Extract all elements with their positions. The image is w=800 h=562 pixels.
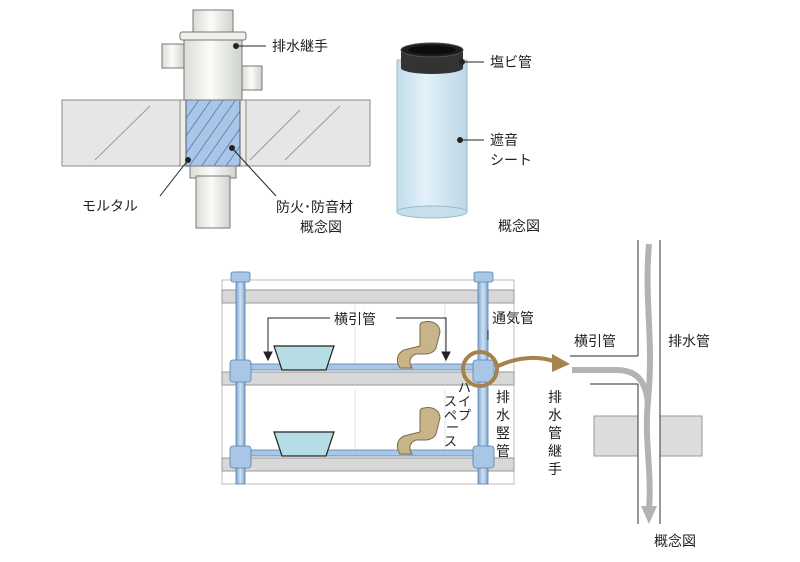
branch-right <box>241 65 263 91</box>
flow-arrow-horizontal <box>572 367 651 405</box>
label-sheet-line2: シート <box>490 153 532 169</box>
horizontal-pipe-upper <box>239 363 485 371</box>
zoom-arrow <box>497 355 557 368</box>
figure-soundproof-pipe: 塩ビ管 遮音 シート 概念図 <box>396 42 540 235</box>
caption-fig2: 概念図 <box>498 218 540 235</box>
label-mortar: モルタル <box>82 199 138 215</box>
label-pipe-space-7: ス <box>444 435 457 450</box>
detail-slab-right <box>659 415 703 457</box>
label-vent-pipe: 通気管 <box>492 311 534 327</box>
label-pipe-space-3: プ <box>458 409 471 424</box>
toilet-lower <box>396 407 441 455</box>
figure-drain-joint: 排水継手 モルタル 防火･防音材 概念図 <box>61 9 371 236</box>
toilet-upper <box>396 321 441 369</box>
label-pipe-space-4: ス <box>444 395 457 410</box>
pvc-pipe-bottom <box>401 62 463 74</box>
joint-body <box>183 35 243 101</box>
label-drain-joint: 排水継手 <box>272 39 328 55</box>
label-joint-4: 継 <box>548 444 562 460</box>
detail-pipe-walls <box>570 240 661 524</box>
sink-upper <box>273 345 335 371</box>
highlight-ring <box>461 350 499 388</box>
acoustic-sheet-bottom <box>396 205 468 219</box>
label-horizontal-pipe: 横引管 <box>334 312 376 328</box>
label-joint-5: 手 <box>548 462 562 478</box>
sink-lower <box>273 431 335 457</box>
branch-left <box>161 43 185 69</box>
label-detail-drain: 排水管 <box>668 334 710 350</box>
label-stack-1: 排 <box>496 390 510 406</box>
label-fireproof-material: 防火･防音材 <box>276 199 353 216</box>
label-joint-1: 排 <box>548 390 562 406</box>
figure-flow-detail: 横引管 排水管 排 水 管 継 手 概念図 <box>548 240 710 550</box>
lower-pipe <box>195 175 231 229</box>
label-pipe-space-1: パ <box>458 381 471 396</box>
label-pipe-space-2: イ <box>458 395 471 410</box>
label-joint-3: 管 <box>548 426 562 442</box>
label-stack-4: 管 <box>496 444 510 460</box>
acoustic-sheet <box>396 59 468 213</box>
horizontal-pipe-lower <box>239 449 485 457</box>
label-stack-3: 竪 <box>496 426 510 442</box>
joint-collar <box>179 31 247 41</box>
slab-hatching <box>94 105 341 161</box>
flow-arrow-vertical <box>643 243 653 511</box>
label-joint-2: 水 <box>548 408 562 424</box>
slab-floor-upper <box>221 371 515 386</box>
label-pipe-space-6: ー <box>446 421 459 436</box>
label-stack-2: 水 <box>496 408 510 424</box>
label-detail-horizontal: 横引管 <box>574 334 616 350</box>
label-sheet-line1: 遮音 <box>490 132 518 149</box>
caption-fig1: 概念図 <box>300 219 342 236</box>
label-pipe-space-5: ペ <box>444 409 457 424</box>
slab-roof <box>221 289 515 304</box>
label-pvc-pipe: 塩ビ管 <box>490 55 532 71</box>
figure-building-section: 横引管 通気管 パ イ プ ス ペ ー ス 排 水 竪 管 <box>221 271 570 485</box>
detail-slab-left <box>593 415 639 457</box>
fireproof-material <box>185 99 241 167</box>
caption-fig4: 概念図 <box>654 533 696 550</box>
slab-floor-lower <box>221 457 515 472</box>
pvc-pipe-hole <box>408 45 456 55</box>
